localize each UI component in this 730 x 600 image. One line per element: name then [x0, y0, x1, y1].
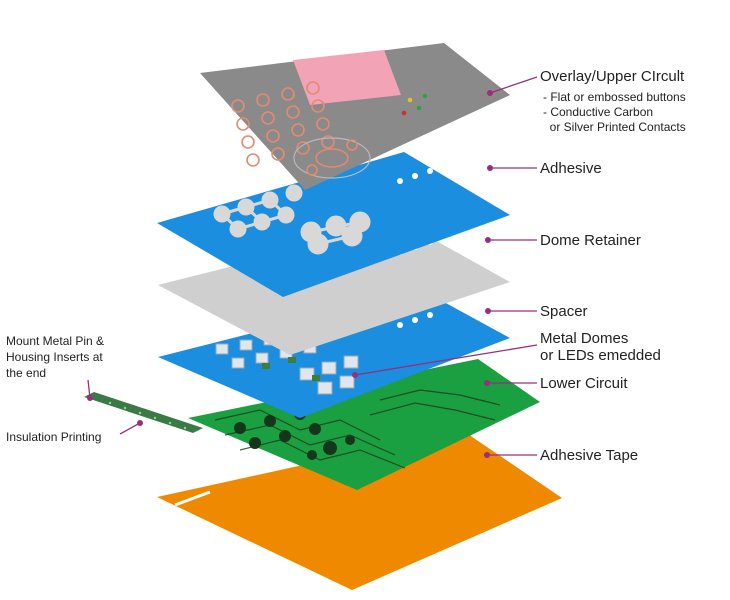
mount-label-line-2: Housing Inserts at: [6, 350, 103, 364]
adhesive-tape-layer: [157, 430, 562, 590]
tail-insulation-dots: [108, 401, 187, 430]
overlay-note-3: or Silver Printed Contacts: [543, 120, 686, 134]
adhesive-tape-label: Adhesive Tape: [540, 447, 638, 464]
lower-circuit-traces: [214, 389, 501, 469]
spacer-layer: [158, 290, 510, 418]
lower-circuit-layer: [188, 359, 540, 490]
adhesive-label: Adhesive: [540, 160, 602, 177]
spacer-holes: [397, 312, 433, 328]
metal-domes-label-2: or LEDs emedded: [540, 347, 661, 364]
dome-retainer-layer: [158, 223, 510, 355]
adhesive-tape-tab: [174, 490, 211, 507]
overlay-layer: [200, 43, 510, 190]
overlay-display-window: [293, 50, 401, 105]
overlay-label: Overlay/Upper CIrcult: [540, 68, 685, 85]
embedded-leds: [262, 357, 320, 381]
dome-retainer-label: Dome Retainer: [540, 232, 641, 249]
overlay-indicator-leds: [401, 93, 428, 116]
mount-label-line-1: Mount Metal Pin &: [6, 334, 104, 348]
lower-circuit-tail: [84, 392, 203, 433]
metal-domes-label: Metal Domes: [540, 330, 628, 347]
leader-dots: [87, 90, 493, 458]
overlay-note-2: - Conductive Carbon: [543, 105, 653, 119]
adhesive-holes: [397, 168, 433, 184]
spacer-label: Spacer: [540, 303, 588, 320]
overlay-navigation-pad: [293, 137, 371, 179]
lower-circuit-label: Lower Circuit: [540, 375, 628, 392]
adhesive-cutouts: [213, 184, 371, 255]
overlay-note-1: - Flat or embossed buttons: [543, 90, 686, 104]
mount-label-line-3: the end: [6, 366, 46, 380]
insulation-printing-label: Insulation Printing: [6, 430, 101, 444]
overlay-keypad-buttons: [231, 81, 335, 167]
leader-lines: [87, 76, 538, 456]
